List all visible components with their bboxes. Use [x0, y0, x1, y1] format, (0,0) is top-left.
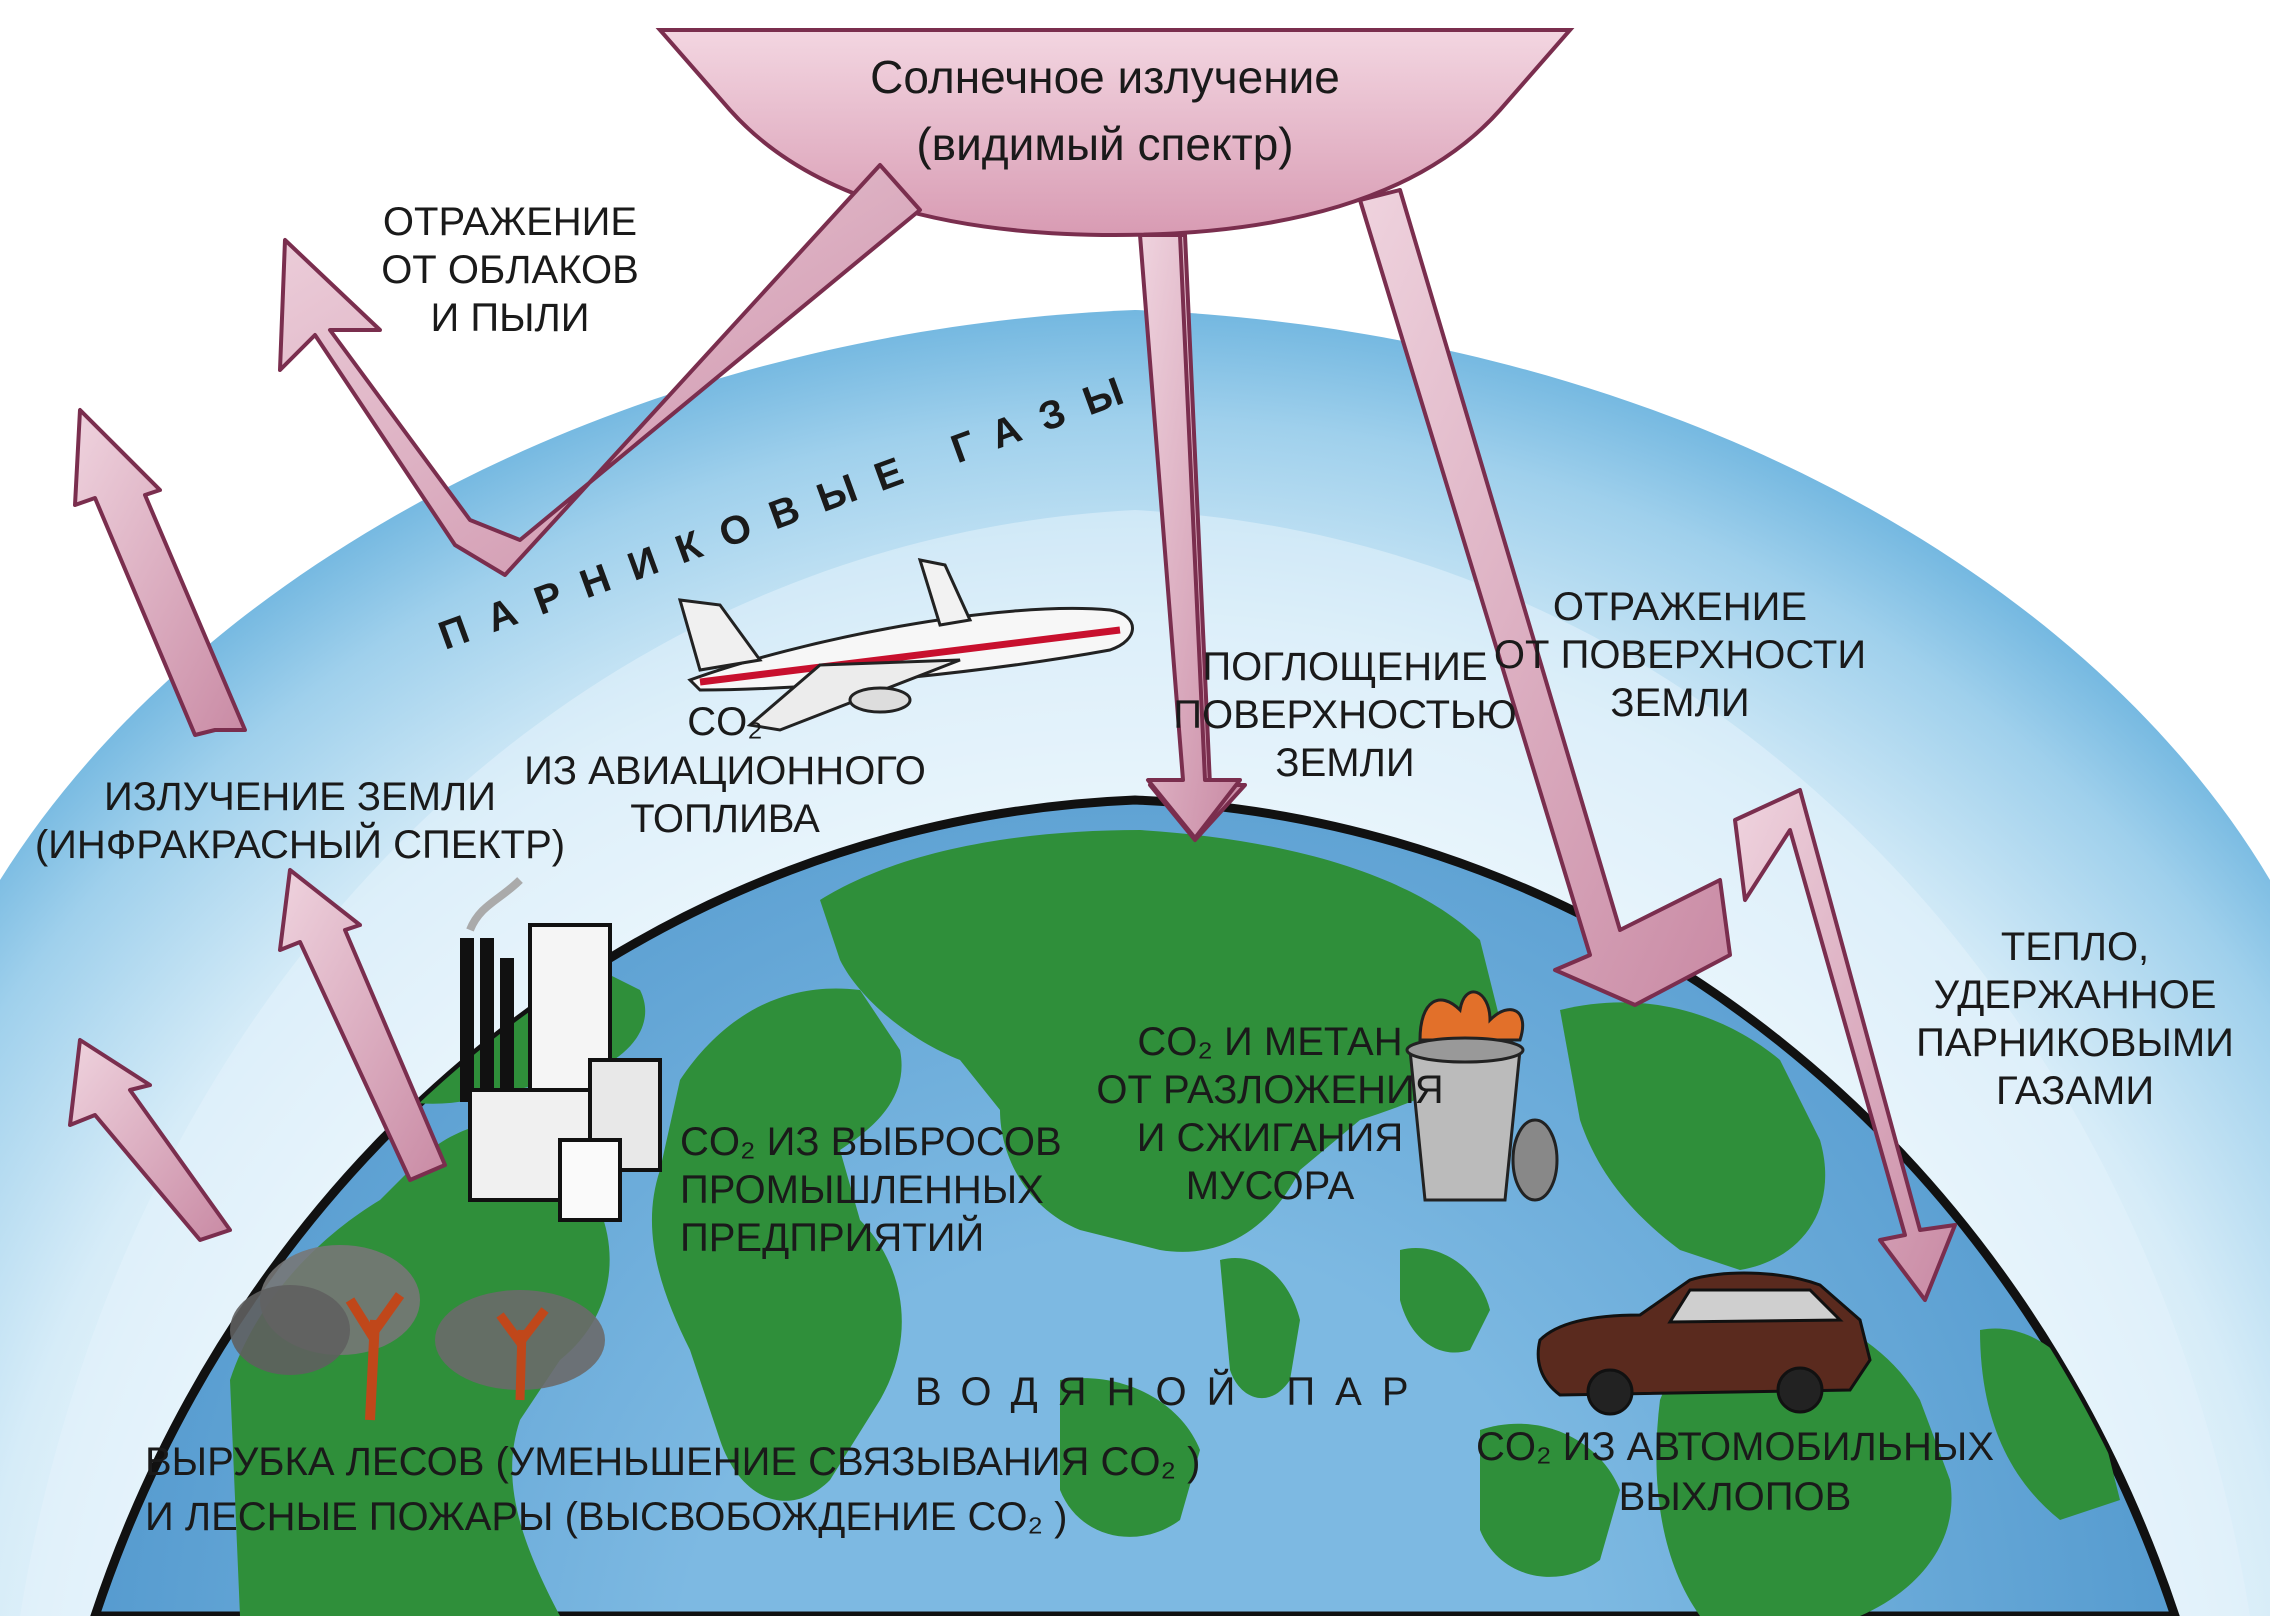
arrow-absorption-surface	[1138, 233, 1247, 842]
label-aviation-line2: ИЗ АВИАЦИОННОГО	[524, 749, 926, 793]
label-garbage: CO₂ И МЕТАН ОТ РАЗЛОЖЕНИЯ И СЖИГАНИЯ МУС…	[1096, 1020, 1443, 1208]
label-reflect-surface-line3: ЗЕМЛИ	[1610, 681, 1749, 725]
label-earth-radiation: ИЗЛУЧЕНИЕ ЗЕМЛИ (ИНФРАКРАСНЫЙ СПЕКТР)	[35, 775, 565, 867]
label-aviation-line1: CO₂	[687, 700, 763, 744]
label-heat-retained: ТЕПЛО, УДЕРЖАННОЕ ПАРНИКОВЫМИ ГАЗАМИ	[1916, 925, 2234, 1113]
label-absorption-line3: ЗЕМЛИ	[1275, 741, 1414, 785]
label-reflect-surface-line1: ОТРАЖЕНИЕ	[1553, 585, 1807, 629]
car-icon	[1536, 1271, 1872, 1416]
arrow-earth-radiation-mid	[68, 868, 447, 1242]
label-earth-radiation-line1: ИЗЛУЧЕНИЕ ЗЕМЛИ	[104, 775, 496, 819]
label-industry-line1: CO₂ ИЗ ВЫБРОСОВ	[680, 1120, 1062, 1164]
label-reflect-clouds-line2: ОТ ОБЛАКОВ	[381, 248, 639, 292]
burning-forest-icon	[230, 1245, 605, 1421]
label-deforestation: ВЫРУБКА ЛЕСОВ (УМЕНЬШЕНИЕ СВЯЗЫВАНИЯ CO₂…	[145, 1440, 1200, 1539]
label-deforestation-line2: И ЛЕСНЫЕ ПОЖАРЫ (ВЫСВОБОЖДЕНИЕ CO₂ )	[145, 1495, 1067, 1539]
label-heat-retained-line1: ТЕПЛО,	[2001, 925, 2149, 969]
label-reflect-surface-line2: ОТ ПОВЕРХНОСТИ	[1494, 633, 1866, 677]
factory-icon	[460, 877, 662, 1222]
burning-trash-can-icon	[1405, 990, 1559, 1202]
label-heat-retained-line4: ГАЗАМИ	[1996, 1069, 2154, 1113]
label-reflect-clouds-line3: И ПЫЛИ	[430, 296, 589, 340]
label-heat-retained-line3: ПАРНИКОВЫМИ	[1916, 1021, 2234, 1065]
label-heat-retained-line2: УДЕРЖАННОЕ	[1934, 973, 2217, 1017]
label-garbage-line1: CO₂ И МЕТАН	[1137, 1020, 1402, 1064]
label-cars-line2: ВЫХЛОПОВ	[1619, 1475, 1852, 1519]
label-absorption-line2: ПОВЕРХНОСТЬЮ	[1173, 693, 1516, 737]
arrow-reflection-clouds	[278, 163, 922, 577]
label-water-vapor: ВОДЯНОЙ ПАР	[915, 1368, 1429, 1414]
label-garbage-line3: И СЖИГАНИЯ	[1137, 1116, 1404, 1160]
label-reflect-clouds: ОТРАЖЕНИЕ ОТ ОБЛАКОВ И ПЫЛИ	[381, 200, 639, 340]
label-deforestation-line1: ВЫРУБКА ЛЕСОВ (УМЕНЬШЕНИЕ СВЯЗЫВАНИЯ CO₂…	[145, 1440, 1200, 1484]
label-industry: CO₂ ИЗ ВЫБРОСОВ ПРОМЫШЛЕННЫХ ПРЕДПРИЯТИЙ	[680, 1120, 1062, 1260]
label-cars-line1: CO₂ ИЗ АВТОМОБИЛЬНЫХ	[1476, 1425, 1994, 1469]
label-cars: CO₂ ИЗ АВТОМОБИЛЬНЫХ ВЫХЛОПОВ	[1476, 1425, 1994, 1519]
arrow-earth-radiation-left	[73, 408, 247, 737]
label-garbage-line2: ОТ РАЗЛОЖЕНИЯ	[1096, 1068, 1443, 1112]
label-garbage-line4: МУСОРА	[1186, 1164, 1355, 1208]
label-aviation-line3: ТОПЛИВА	[630, 797, 820, 841]
sun-title-line2: (видимый спектр)	[916, 118, 1293, 170]
label-reflect-surface: ОТРАЖЕНИЕ ОТ ПОВЕРХНОСТИ ЗЕМЛИ	[1494, 585, 1866, 725]
label-absorption-line1: ПОГЛОЩЕНИЕ	[1202, 645, 1487, 689]
arrow-reflection-surface	[1358, 188, 1732, 1007]
label-aviation: CO₂ ИЗ АВИАЦИОННОГО ТОПЛИВА	[524, 700, 926, 841]
label-absorption: ПОГЛОЩЕНИЕ ПОВЕРХНОСТЬЮ ЗЕМЛИ	[1173, 645, 1516, 785]
label-reflect-clouds-line1: ОТРАЖЕНИЕ	[383, 200, 637, 244]
airplane-icon	[677, 558, 1134, 732]
sun-title-line1: Солнечное излучение	[870, 51, 1340, 103]
arrow-heat-retained	[1733, 788, 1957, 1302]
label-industry-line2: ПРОМЫШЛЕННЫХ	[680, 1168, 1044, 1212]
label-earth-radiation-line2: (ИНФРАКРАСНЫЙ СПЕКТР)	[35, 821, 565, 867]
label-industry-line3: ПРЕДПРИЯТИЙ	[680, 1214, 984, 1260]
